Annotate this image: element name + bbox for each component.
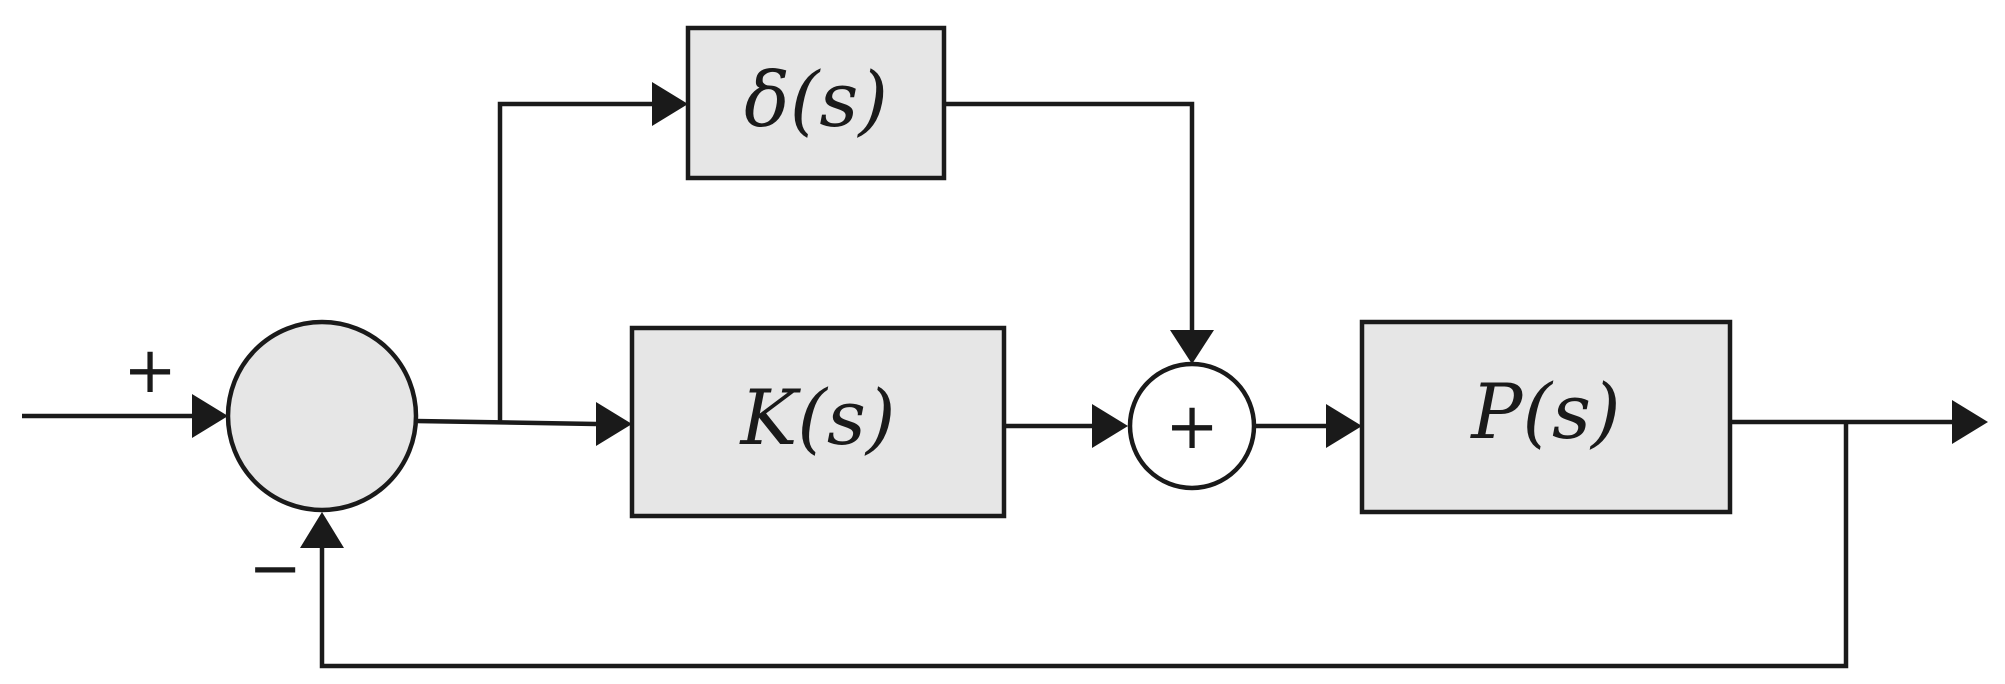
plant-block-label: P(s) — [1469, 367, 1620, 456]
branch-to-delta-line — [497, 101, 652, 422]
controller-block — [629, 325, 1007, 519]
controller-block-label: K(s) — [738, 373, 895, 462]
feedback-path-line — [319, 422, 1849, 669]
feedback-minus-sign: − — [248, 532, 302, 606]
plant-block — [1359, 319, 1733, 515]
feedback-arrowhead — [300, 512, 344, 548]
plant-input-arrowhead — [1326, 404, 1362, 448]
adder-top-arrowhead — [1170, 330, 1214, 364]
error-to-controller-line — [415, 418, 597, 427]
output-arrowhead — [1952, 400, 1988, 444]
delta-block-label: δ(s) — [744, 55, 888, 144]
adder-left-arrowhead — [1092, 404, 1128, 448]
delta-to-adder-line — [944, 101, 1195, 330]
delta-input-arrowhead — [652, 82, 688, 126]
input-plus-sign: + — [123, 334, 177, 408]
controller-input-arrowhead — [596, 402, 632, 446]
error-summing-junction — [225, 319, 419, 513]
input-arrowhead — [192, 394, 228, 438]
adder-plus-sign: + — [1165, 390, 1219, 464]
